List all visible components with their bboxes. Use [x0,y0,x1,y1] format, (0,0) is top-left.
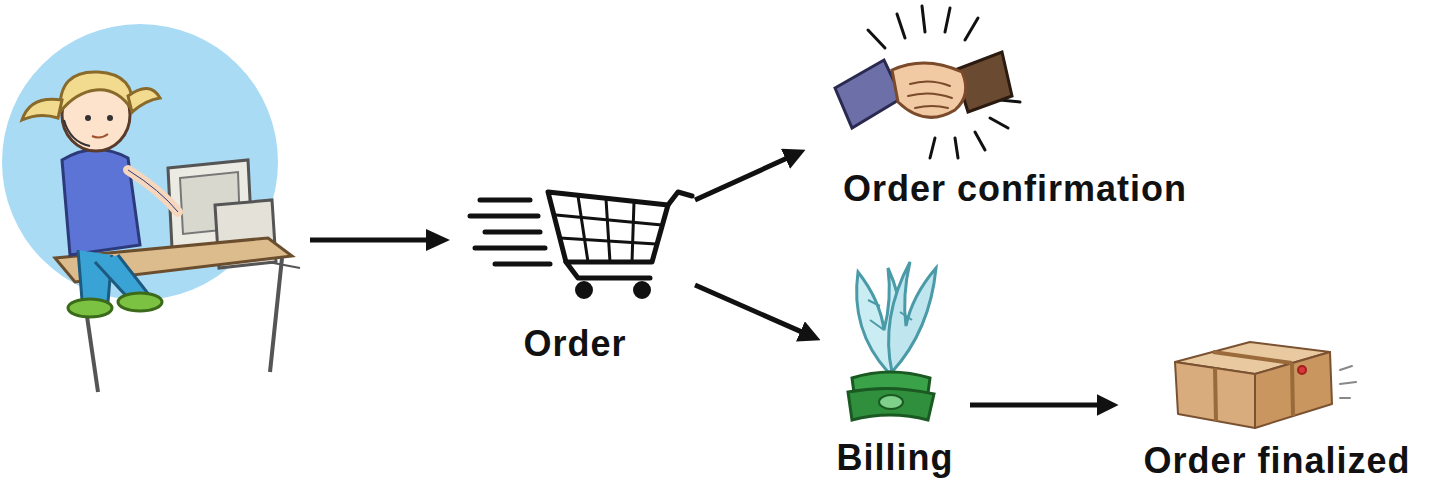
ponytail [22,99,62,120]
customer-illustration [2,24,300,392]
mouth [92,134,108,138]
icon-node: Order confirmation [805,0,1225,209]
cart-icon [470,192,692,298]
icon-node: Billing [820,255,970,478]
flow-arrow [695,157,790,200]
shoe [118,293,162,311]
hair [60,72,132,112]
node-label: Order [523,323,626,364]
ponytail [128,88,160,112]
arm-outline [128,170,178,212]
handshake-icon [835,6,1020,158]
shoe [68,299,112,317]
flow-arrow [970,403,1101,408]
billing-icon [848,262,936,420]
icon-node: Order [455,160,695,364]
node-label: Order finalized [1143,440,1410,481]
flow-arrow [310,229,450,251]
cable [268,262,300,268]
headset [64,120,90,146]
node-label: Billing [837,437,954,478]
package-icon [1175,342,1356,428]
eye [107,115,113,121]
desk-leg [270,258,282,372]
eye [85,115,91,121]
node-label: Order confirmation [843,168,1187,209]
arm [128,170,178,212]
icon-node: Order finalized [1118,330,1436,481]
flow-arrow [695,285,804,333]
